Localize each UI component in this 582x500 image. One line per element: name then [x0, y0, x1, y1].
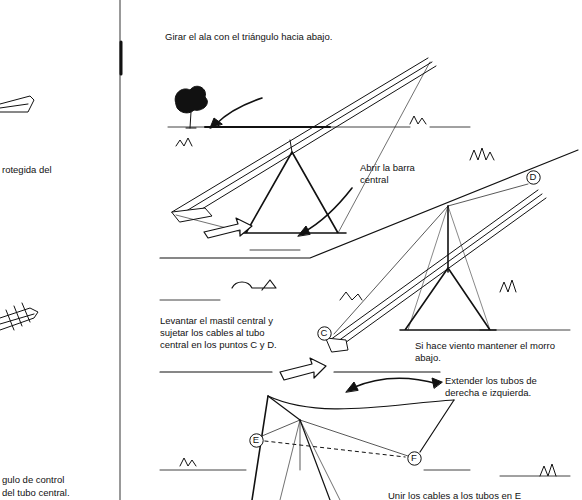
- dashed-cable: [264, 441, 405, 457]
- callout-circle: F: [407, 451, 422, 466]
- callout-letter: E: [253, 435, 259, 445]
- callout-letter: D: [530, 172, 537, 182]
- callout-circle: C: [317, 326, 332, 341]
- instruction-text: Extender los tubos de derecha e izquierd…: [445, 375, 573, 399]
- instruction-text: gulo de control: [2, 474, 114, 486]
- instruction-text: Si hace viento mantener el morro abajo.: [415, 340, 567, 364]
- instruction-text: Girar el ala con el triángulo hacia abaj…: [165, 31, 347, 43]
- instruction-text: rotegida del: [2, 164, 102, 176]
- callout-circle: E: [249, 433, 264, 448]
- instruction-text: Abrir la barra central: [360, 162, 440, 186]
- callout-circle: D: [526, 170, 541, 185]
- callout-letter: F: [411, 453, 417, 463]
- instruction-text: del tubo central.: [2, 487, 114, 499]
- instruction-text: Unir los cables a los tubos en E: [388, 490, 578, 500]
- instruction-text: Levantar el mastil central y sujetar los…: [160, 315, 288, 351]
- callout-letter: C: [321, 328, 328, 338]
